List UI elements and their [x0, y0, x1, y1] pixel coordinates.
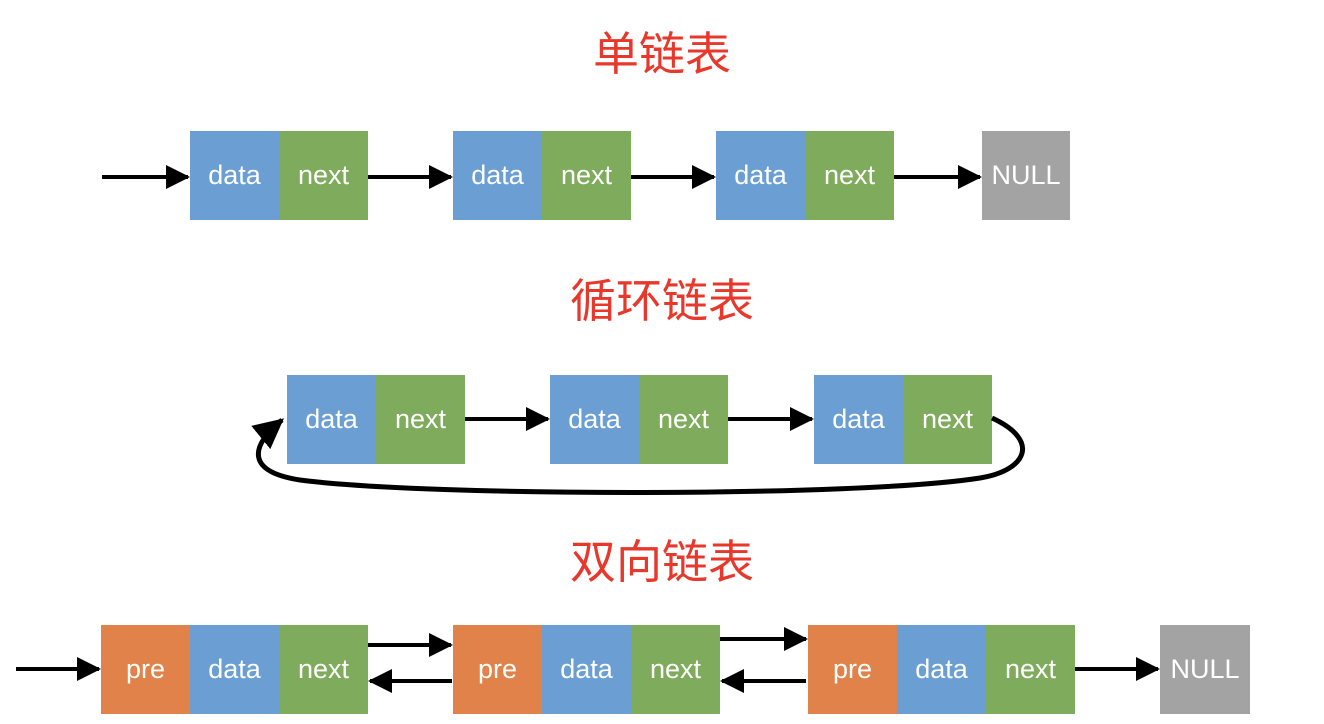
- doubly-node-3-next: next: [986, 625, 1075, 714]
- singly-node-1-next: next: [279, 131, 368, 220]
- circular-node-2-data: data: [550, 375, 639, 464]
- singly-node-2-data: data: [453, 131, 542, 220]
- singly-null-node: NULL: [982, 131, 1070, 220]
- doubly-null-node: NULL: [1160, 625, 1250, 714]
- singly-node-3-data: data: [716, 131, 805, 220]
- singly-node-3-next: next: [805, 131, 894, 220]
- singly-node-1-data: data: [190, 131, 279, 220]
- doubly-node-3-pre: pre: [808, 625, 897, 714]
- doubly-node-3-data: data: [897, 625, 986, 714]
- doubly-node-1-data: data: [190, 625, 279, 714]
- title-doubly-linked-list: 双向链表: [570, 535, 754, 589]
- circular-loop-arrow: [251, 415, 1025, 496]
- circular-node-3-data: data: [814, 375, 903, 464]
- circular-node-3-next: next: [903, 375, 992, 464]
- title-singly-linked-list: 单链表: [593, 27, 731, 81]
- title-circular-linked-list: 循环链表: [570, 274, 754, 328]
- doubly-node-1-pre: pre: [101, 625, 190, 714]
- circular-node-2-next: next: [639, 375, 728, 464]
- singly-node-2-next: next: [542, 131, 631, 220]
- circular-node-1-next: next: [376, 375, 465, 464]
- doubly-node-2-data: data: [542, 625, 631, 714]
- doubly-node-2-next: next: [631, 625, 720, 714]
- circular-node-1-data: data: [287, 375, 376, 464]
- doubly-node-2-pre: pre: [453, 625, 542, 714]
- doubly-node-1-next: next: [279, 625, 368, 714]
